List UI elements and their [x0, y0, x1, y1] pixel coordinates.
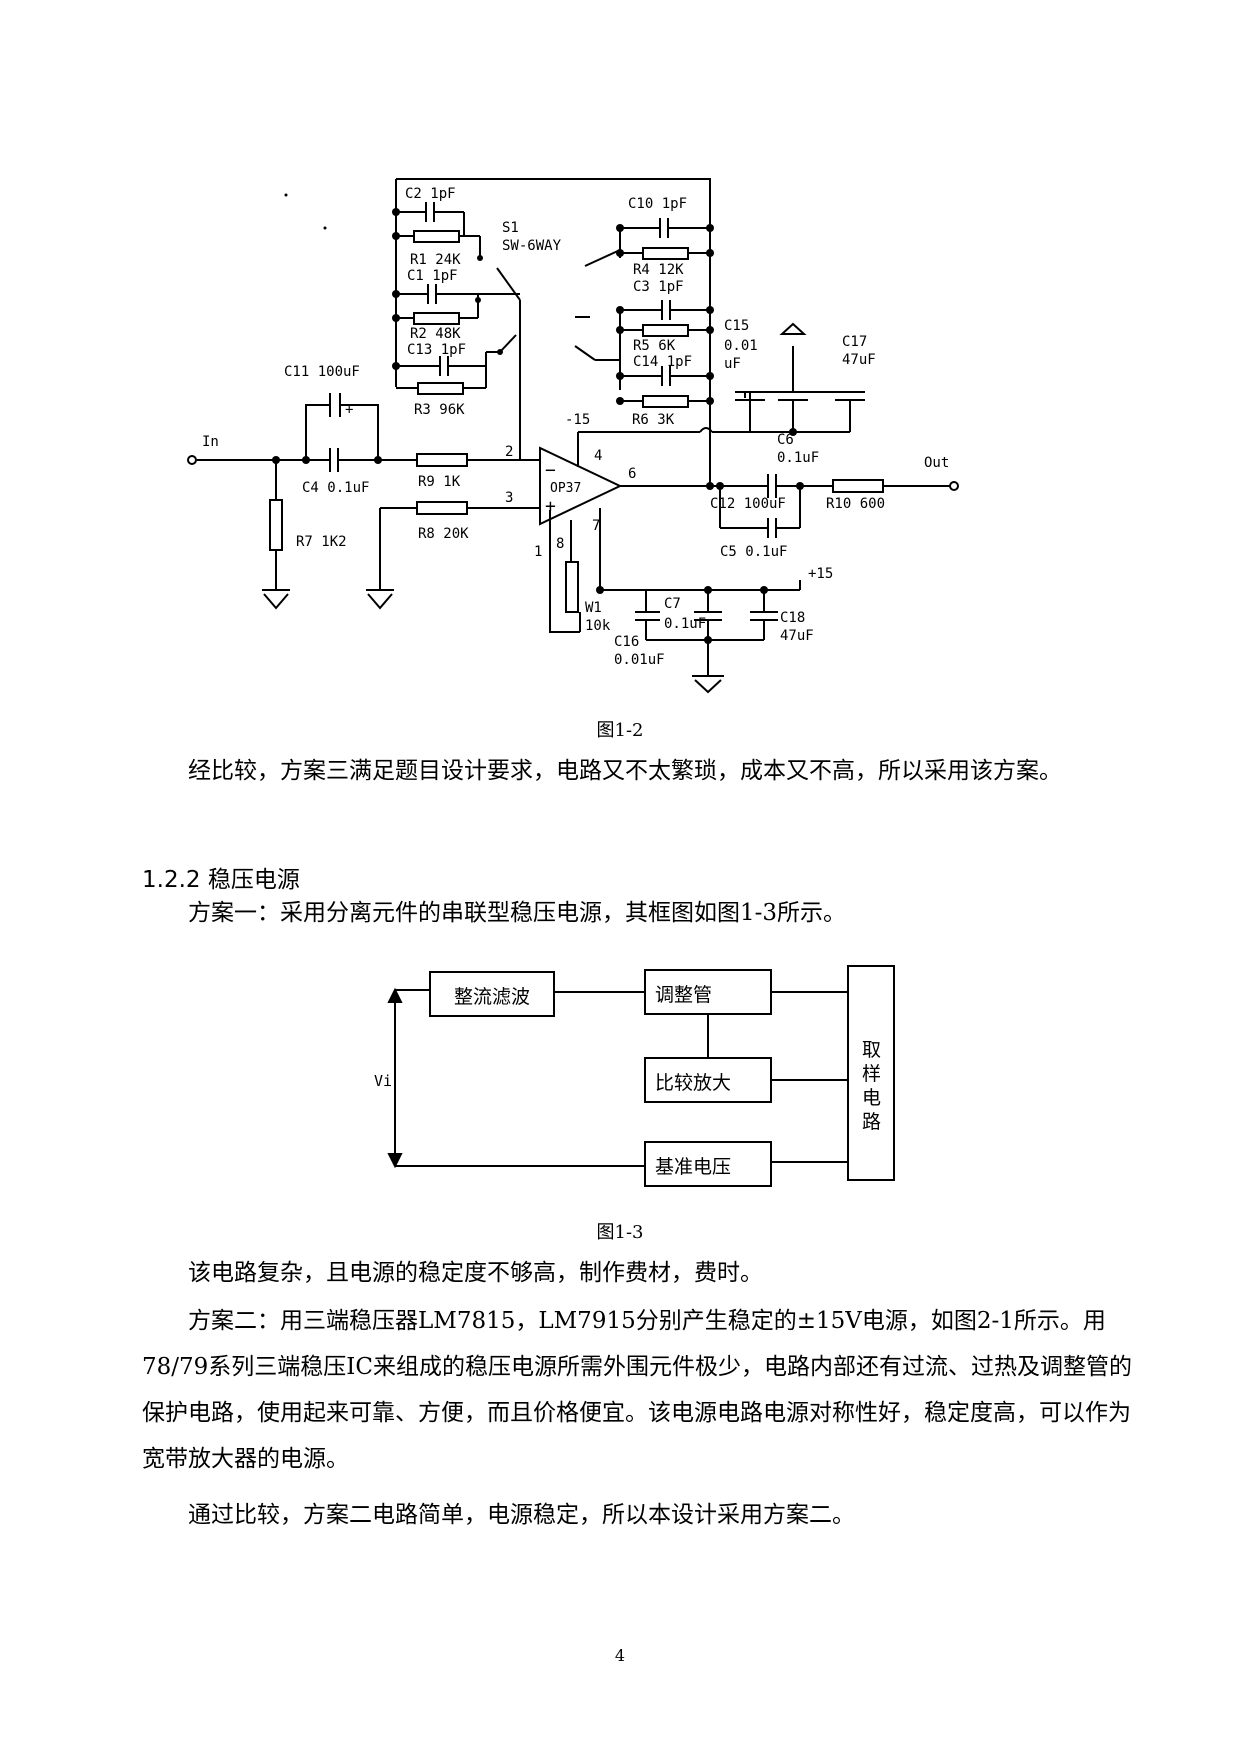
label-pin8: 8	[556, 536, 564, 552]
label-r2: R2 48K	[410, 326, 461, 342]
label-c7b: 0.1uF	[664, 616, 706, 632]
label-c17a: C17	[842, 334, 867, 350]
vi-label: Vi	[374, 1072, 393, 1090]
label-r7: R7 1K2	[296, 534, 347, 550]
label-in: In	[202, 434, 219, 450]
label-c2: C2 1pF	[405, 186, 456, 202]
page-number: 4	[614, 1646, 626, 1665]
label-op: OP37	[550, 481, 581, 496]
label-c16a: C16	[614, 634, 639, 650]
label-c7a: C7	[664, 596, 681, 612]
label-c11-plus: +	[345, 402, 353, 418]
label-pin3: 3	[505, 490, 513, 506]
label-c17b: 47uF	[842, 352, 876, 368]
label-r4: R4 12K	[633, 262, 684, 278]
paragraph-scheme-two: 方案二：用三端稳压器LM7815，LM7915分别产生稳定的±15V电源，如图2…	[142, 1308, 1132, 1472]
label-c3: C3 1pF	[633, 279, 684, 295]
label-r10: R10 600	[826, 496, 885, 512]
paragraph-conclusion: 通过比较，方案二电路简单，电源稳定，所以本设计采用方案二。	[188, 1502, 855, 1528]
label-pin4: 4	[594, 448, 602, 464]
label-c18a: C18	[780, 610, 805, 626]
label-r5: R5 6K	[633, 338, 676, 354]
label-w1a: W1	[585, 600, 602, 616]
box-sampling: 取 样 电 路	[862, 1039, 882, 1133]
label-out: Out	[924, 455, 949, 471]
label-c12: C12 100uF	[710, 496, 786, 512]
label-r6: R6 3K	[632, 412, 675, 428]
label-c6b: 0.1uF	[777, 450, 819, 466]
label-c11: C11 100uF	[284, 364, 360, 380]
section-heading: 1.2.2 稳压电源	[142, 867, 300, 893]
label-c4: C4 0.1uF	[302, 480, 369, 496]
label-plus: +	[545, 496, 556, 517]
label-c13: C13 1pF	[407, 342, 466, 358]
label-pin6: 6	[628, 466, 636, 482]
figure-caption-1-3: 图1-3	[596, 1222, 644, 1243]
label-c6a: C6	[777, 432, 794, 448]
label-r8: R8 20K	[418, 526, 469, 542]
label-sw: SW-6WAY	[502, 238, 562, 254]
label-minus: −	[545, 460, 556, 481]
block-diagram	[387, 965, 895, 1187]
label-neg15: -15	[565, 412, 590, 428]
label-c10: C10 1pF	[628, 196, 687, 212]
circuit-schematic: In Out C2 1pF R1 24K C1 1pF R2 48K C13 1…	[187, 178, 959, 694]
label-r1: R1 24K	[410, 252, 461, 268]
label-w1b: 10k	[585, 618, 611, 634]
label-c14: C14 1pF	[633, 354, 692, 370]
label-c16b: 0.01uF	[614, 652, 665, 668]
label-c15b: 0.01	[724, 338, 758, 354]
label-c15c: uF	[724, 356, 741, 372]
label-pin1: 1	[534, 544, 542, 560]
label-r9: R9 1K	[418, 474, 461, 490]
label-c18b: 47uF	[780, 628, 814, 644]
box-rectifier-filter: 整流滤波	[453, 986, 530, 1008]
label-s1: S1	[502, 220, 519, 236]
label-c1: C1 1pF	[407, 268, 458, 284]
label-pos15: +15	[808, 566, 833, 582]
label-pin7: 7	[592, 518, 600, 534]
paragraph-circuit-complex: 该电路复杂，且电源的稳定度不够高，制作费材，费时。	[188, 1260, 763, 1286]
paragraph-scheme-one: 方案一：采用分离元件的串联型稳压电源，其框图如图1-3所示。	[188, 900, 847, 926]
box-regulator: 调整管	[655, 984, 713, 1006]
box-compare-amp: 比较放大	[655, 1072, 732, 1094]
paragraph-comparison: 经比较，方案三满足题目设计要求，电路又不太繁琐，成本又不高，所以采用该方案。	[188, 758, 1062, 784]
label-pin2: 2	[505, 444, 513, 460]
label-c15a: C15	[724, 318, 749, 334]
label-r3: R3 96K	[414, 402, 465, 418]
label-c5: C5 0.1uF	[720, 544, 787, 560]
figure-caption-1-2: 图1-2	[596, 720, 644, 741]
box-reference: 基准电压	[655, 1156, 732, 1178]
